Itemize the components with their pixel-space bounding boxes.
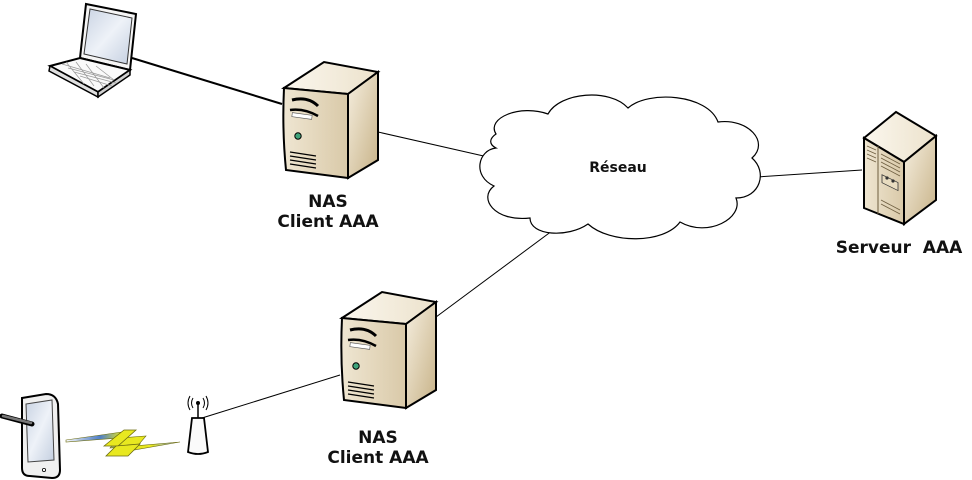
edge-nas2-access-point: [201, 374, 341, 419]
nas1-label-line2: Client AAA: [277, 212, 379, 232]
edge-laptop-nas1: [131, 57, 283, 105]
nas2-server-icon[interactable]: [339, 290, 439, 410]
nas2-label-line1: NAS: [358, 428, 398, 448]
edge-network-nas2: [431, 224, 561, 321]
nas1-label-line1: NAS: [308, 192, 348, 212]
edge-network-aaa-server: [756, 169, 863, 178]
wireless-link-icon: [65, 429, 181, 457]
nas1-server-icon[interactable]: [278, 60, 381, 180]
access-point-icon[interactable]: [187, 395, 209, 455]
connections: [131, 57, 863, 419]
tablet-icon[interactable]: [0, 392, 62, 480]
network-label: Réseau: [589, 160, 647, 176]
nas1-label: NAS Client AAA: [268, 192, 388, 232]
aaa-server-label: Serveur AAA: [835, 238, 963, 258]
aaa-server-icon[interactable]: [862, 110, 938, 226]
laptop-icon[interactable]: [47, 2, 138, 99]
nas2-label: NAS Client AAA: [318, 428, 438, 468]
nas2-label-line2: Client AAA: [327, 448, 429, 468]
network-cloud[interactable]: [479, 94, 761, 240]
edge-nas1-network: [377, 131, 489, 158]
